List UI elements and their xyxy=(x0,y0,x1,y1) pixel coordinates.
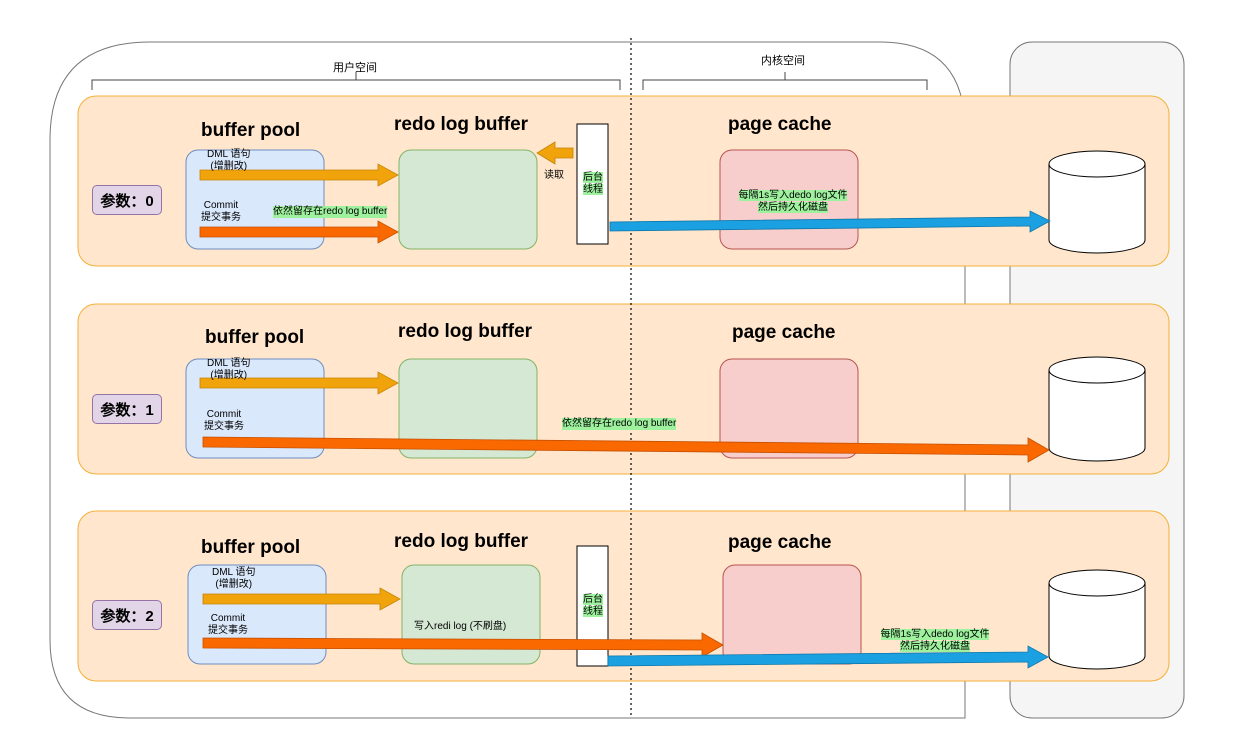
kernel-space-brace xyxy=(642,72,928,90)
dml-label-1: DML 语句(增删改) xyxy=(207,358,251,381)
param-badge-0: 参数：0 xyxy=(92,185,162,215)
disk-2 xyxy=(1048,569,1146,670)
redo-log-buffer-box-0 xyxy=(398,149,538,250)
note-buffer-0: 依然留存在redo log buffer xyxy=(273,206,388,218)
arrow-commit-0 xyxy=(199,220,399,244)
param-badge-2: 参数：2 xyxy=(92,600,162,630)
page-cache-box-2 xyxy=(722,564,862,665)
arrow-commit-1 xyxy=(202,436,1050,463)
read-label-0: 读取 xyxy=(544,170,564,181)
redo-log-buffer-box-1 xyxy=(398,358,538,459)
kernel-space-label: 内核空间 xyxy=(761,55,805,67)
page-note-0: 每隔1s写入dedo log文件然后持久化磁盘 xyxy=(738,190,848,213)
arrow-dml-1 xyxy=(199,371,399,395)
page-cache-title-2: page cache xyxy=(728,532,832,553)
arrow-dml-2 xyxy=(202,587,401,611)
disk-0 xyxy=(1048,150,1146,254)
param-badge-1: 参数：1 xyxy=(92,394,162,424)
buffer-pool-title-2: buffer pool xyxy=(201,537,301,558)
user-space-brace xyxy=(91,72,621,90)
disk-1 xyxy=(1048,356,1146,462)
arrow-flush-0 xyxy=(609,210,1051,233)
page-cache-box-1 xyxy=(719,358,859,459)
note-buffer-1: 依然留存在redo log buffer xyxy=(562,418,677,430)
redo-log-buffer-title-2: redo log buffer xyxy=(394,531,529,552)
row-1-panel xyxy=(77,303,1170,475)
redo-log-buffer-title-0: redo log buffer xyxy=(394,114,529,135)
buffer-pool-title-1: buffer pool xyxy=(205,327,305,348)
user-space-label: 用户空间 xyxy=(333,62,377,74)
dml-label-0: DML 语句(增删改) xyxy=(207,149,251,172)
page-cache-title-1: page cache xyxy=(732,322,836,343)
arrow-commit-2 xyxy=(202,632,724,658)
buffer-pool-title-0: buffer pool xyxy=(201,120,301,141)
dml-label-2: DML 语句(增删改) xyxy=(212,567,256,590)
arrow-dml-0 xyxy=(199,163,399,187)
page-note-2: 每隔1s写入dedo log文件然后持久化磁盘 xyxy=(880,629,990,652)
thread-label-2: 后台线程 xyxy=(583,594,603,617)
note-write-2: 写入redi log (不刷盘) xyxy=(414,621,507,632)
redo-log-buffer-title-1: redo log buffer xyxy=(398,321,533,342)
arrow-flush-2 xyxy=(607,645,1049,669)
arrow-read-0 xyxy=(536,141,574,165)
page-cache-title-0: page cache xyxy=(728,114,832,135)
thread-label-0: 后台线程 xyxy=(583,172,603,195)
